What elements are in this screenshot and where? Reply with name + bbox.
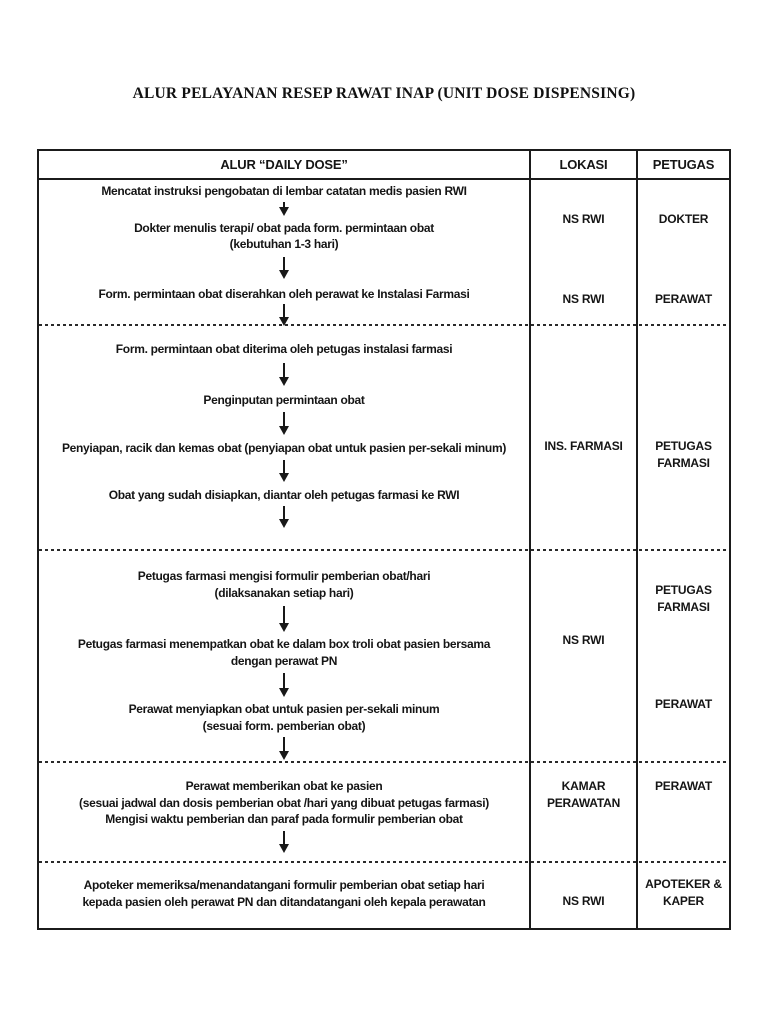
section-doctor-prescribing: Mencatat instruksi pengobatan di lembar …	[39, 180, 729, 326]
lokasi-label: KAMAR PERAWATAN	[546, 779, 621, 810]
down-arrow-icon	[279, 737, 289, 760]
flow-table: ALUR “DAILY DOSE” LOKASI PETUGAS Mencata…	[37, 149, 731, 930]
section-pharmacy-preparation: Form. permintaan obat diterima oleh petu…	[39, 324, 729, 550]
down-arrow-icon	[279, 304, 289, 326]
flow-step: Perawat memberikan obat ke pasien (sesua…	[79, 779, 489, 826]
down-arrow-icon	[279, 506, 289, 528]
flow-step: Form. permintaan obat diterima oleh petu…	[115, 342, 453, 356]
petugas-label: PETUGAS FARMASI	[655, 439, 712, 470]
lokasi-label: NS RWI	[562, 633, 605, 647]
petugas-label: PERAWAT	[654, 292, 713, 306]
header-petugas: PETUGAS	[636, 151, 729, 178]
down-arrow-icon	[279, 606, 289, 632]
flow-step: Apoteker memeriksa/menandatangani formul…	[82, 878, 486, 909]
section-apothecary-verification: Apoteker memeriksa/menandatangani formul…	[39, 861, 729, 928]
lokasi-label: NS RWI	[562, 894, 605, 908]
petugas-label: PETUGAS FARMASI	[655, 583, 712, 614]
flow-step: Penyiapan, racik dan kemas obat (penyiap…	[61, 441, 507, 455]
down-arrow-icon	[279, 459, 289, 482]
flow-step: Penginputan permintaan obat	[203, 392, 365, 407]
flow-step: Petugas farmasi mengisi formulir pemberi…	[137, 569, 431, 600]
petugas-label: PERAWAT	[654, 779, 713, 793]
flow-step: Mencatat instruksi pengobatan di lembar …	[101, 184, 467, 198]
lokasi-label: NS RWI	[562, 212, 605, 226]
down-arrow-icon	[279, 673, 289, 697]
section-nurse-administration: Perawat memberikan obat ke pasien (sesua…	[39, 761, 729, 862]
flow-step: Petugas farmasi menempatkan obat ke dala…	[77, 637, 491, 668]
down-arrow-icon	[279, 412, 289, 435]
down-arrow-icon	[279, 256, 289, 279]
header-alur-daily-dose: ALUR “DAILY DOSE”	[220, 157, 348, 172]
down-arrow-icon	[279, 830, 289, 853]
page-title: ALUR PELAYANAN RESEP RAWAT INAP (UNIT DO…	[132, 85, 636, 102]
lokasi-label: INS. FARMASI	[544, 439, 623, 453]
down-arrow-icon	[279, 201, 289, 216]
petugas-label: APOTEKER & KAPER	[645, 877, 722, 908]
section-daily-dose-filling: Petugas farmasi mengisi formulir pemberi…	[39, 549, 729, 762]
petugas-label: PERAWAT	[654, 697, 713, 711]
down-arrow-icon	[279, 362, 289, 386]
table-header-row: ALUR “DAILY DOSE” LOKASI PETUGAS	[39, 151, 729, 180]
flow-step: Obat yang sudah disiapkan, diantar oleh …	[108, 487, 460, 502]
petugas-label: DOKTER	[658, 212, 709, 226]
flow-step: Form. permintaan obat diserahkan oleh pe…	[98, 286, 470, 301]
flow-step: Perawat menyiapkan obat untuk pasien per…	[128, 702, 440, 733]
header-lokasi: LOKASI	[529, 151, 636, 178]
lokasi-label: NS RWI	[562, 292, 605, 306]
flow-step: Dokter menulis terapi/ obat pada form. p…	[134, 220, 434, 252]
